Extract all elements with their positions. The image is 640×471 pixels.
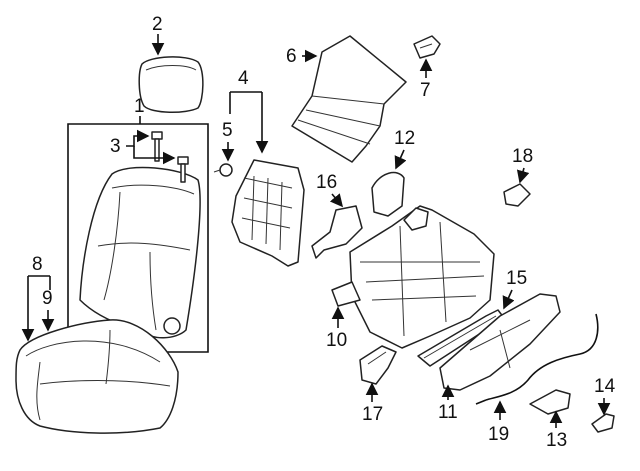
callout-14: 14 bbox=[594, 376, 616, 416]
seatback-bracket bbox=[67, 123, 209, 353]
headrest bbox=[138, 56, 204, 113]
bolt-lower bbox=[177, 156, 189, 183]
svg-text:18: 18 bbox=[512, 146, 533, 167]
svg-text:11: 11 bbox=[438, 402, 458, 423]
callout-12: 12 bbox=[394, 128, 415, 170]
svg-text:15: 15 bbox=[506, 268, 527, 289]
callout-1: 1 bbox=[134, 96, 145, 124]
svg-text:5: 5 bbox=[222, 120, 233, 141]
callout-19: 19 bbox=[488, 400, 509, 445]
svg-text:10: 10 bbox=[326, 330, 347, 351]
callout-4: 4 bbox=[229, 68, 269, 154]
bolt-upper bbox=[151, 131, 163, 162]
seatback-frame bbox=[231, 159, 305, 267]
seat-frame bbox=[331, 205, 495, 349]
wire-harness bbox=[475, 313, 599, 405]
svg-text:4: 4 bbox=[238, 68, 249, 89]
svg-text:17: 17 bbox=[362, 404, 383, 425]
inner-shield bbox=[417, 309, 505, 367]
callout-10: 10 bbox=[326, 306, 347, 351]
callout-16: 16 bbox=[316, 172, 344, 208]
back-panel bbox=[291, 35, 407, 163]
callout-11: 11 bbox=[438, 384, 458, 423]
callout-7: 7 bbox=[419, 58, 433, 101]
callout-5: 5 bbox=[221, 120, 235, 162]
callout-13: 13 bbox=[546, 410, 567, 451]
svg-text:6: 6 bbox=[286, 46, 297, 67]
svg-text:7: 7 bbox=[420, 80, 431, 101]
svg-text:19: 19 bbox=[488, 424, 509, 445]
callout-9: 9 bbox=[41, 288, 55, 332]
svg-text:16: 16 bbox=[316, 172, 337, 193]
svg-text:14: 14 bbox=[594, 376, 616, 397]
callout-17: 17 bbox=[362, 382, 383, 425]
callout-18: 18 bbox=[512, 146, 533, 184]
svg-text:1: 1 bbox=[134, 96, 145, 117]
svg-text:8: 8 bbox=[32, 254, 43, 275]
trim-piece bbox=[359, 345, 397, 385]
seat-back bbox=[79, 166, 201, 339]
seat-cushion bbox=[15, 319, 179, 434]
clip-bracket bbox=[413, 35, 441, 59]
callout-2: 2 bbox=[151, 14, 165, 56]
svg-text:9: 9 bbox=[42, 288, 53, 309]
small-clip bbox=[213, 163, 233, 177]
svg-text:13: 13 bbox=[546, 430, 567, 451]
callout-3: 3 bbox=[110, 129, 176, 165]
end-bracket bbox=[591, 413, 615, 433]
svg-text:12: 12 bbox=[394, 128, 415, 149]
callout-8: 8 bbox=[21, 254, 51, 342]
recliner-bracket bbox=[311, 205, 363, 259]
svg-text:3: 3 bbox=[110, 136, 121, 157]
side-cover-upper bbox=[371, 171, 405, 217]
lower-trim bbox=[529, 389, 571, 415]
clip-bracket-18 bbox=[503, 183, 531, 207]
callout-6: 6 bbox=[286, 46, 318, 67]
svg-text:2: 2 bbox=[152, 14, 163, 35]
callout-15: 15 bbox=[502, 268, 527, 310]
